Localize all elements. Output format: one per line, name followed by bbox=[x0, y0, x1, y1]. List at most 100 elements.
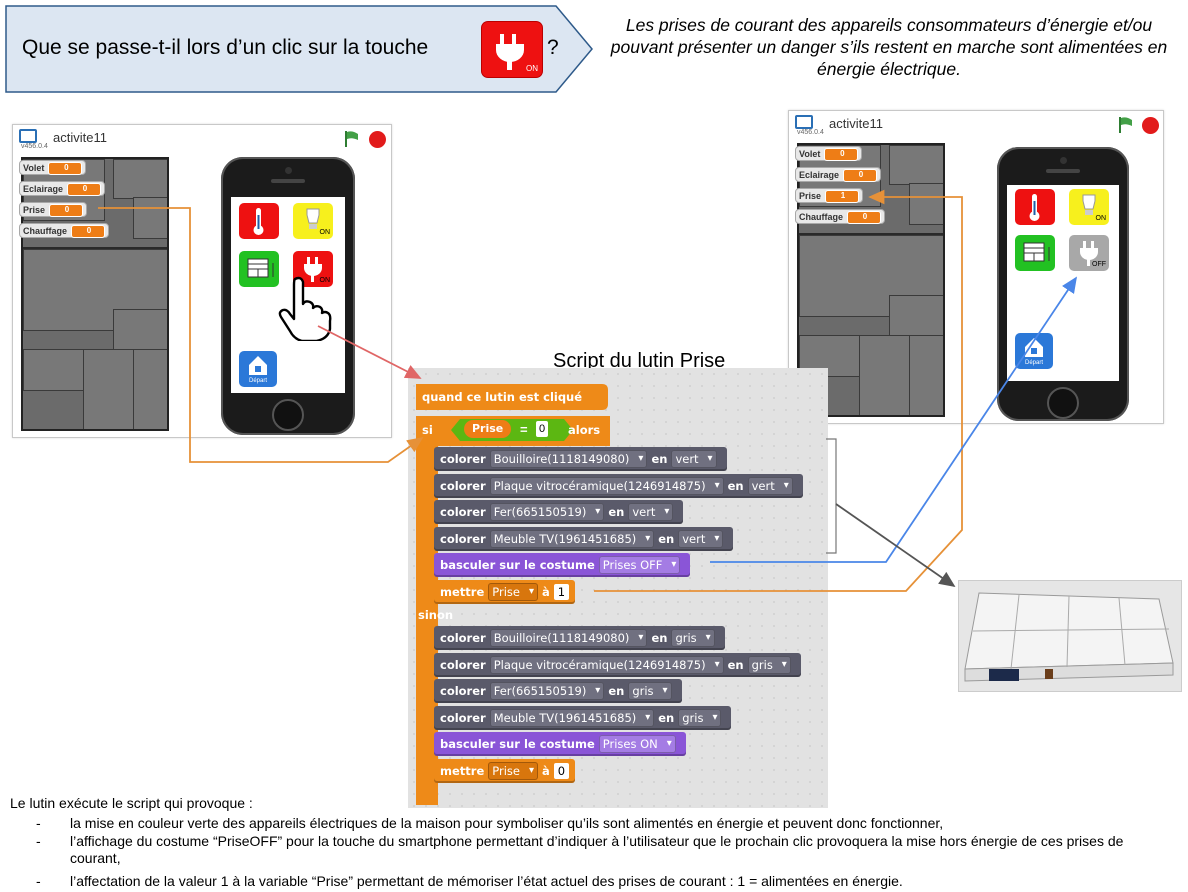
outlet-tile[interactable]: OFF bbox=[1069, 235, 1109, 271]
variable-name: Volet bbox=[799, 149, 821, 159]
block-preposition: en bbox=[608, 505, 625, 519]
stop-icon[interactable] bbox=[369, 131, 386, 148]
shutter-tile[interactable] bbox=[239, 251, 279, 287]
color-dropdown[interactable]: vert bbox=[678, 529, 724, 548]
hat-label: quand ce lutin est cliqué bbox=[422, 390, 583, 404]
object-dropdown[interactable]: Meuble TV(1961451685) bbox=[489, 529, 655, 548]
power-tile-label: ON bbox=[526, 64, 538, 73]
value-input[interactable]: 0 bbox=[553, 762, 570, 779]
home-tile[interactable]: Départ bbox=[1015, 333, 1053, 369]
power-on-tile: ON bbox=[482, 22, 542, 77]
arrow-code-to-3d bbox=[835, 503, 956, 588]
answer-text: Les prises de courant des appareils cons… bbox=[610, 15, 1168, 79]
fullscreen-icon[interactable] bbox=[795, 115, 813, 129]
variable-name: Eclairage bbox=[799, 170, 840, 180]
home-icon bbox=[249, 356, 267, 375]
object-dropdown[interactable]: Bouilloire(1118149080) bbox=[489, 629, 648, 647]
variable-name: Volet bbox=[23, 163, 45, 173]
variable-dropdown[interactable]: Prise bbox=[488, 582, 538, 601]
bullet-text: l’affichage du costume “PriseOFF” pour l… bbox=[70, 833, 1124, 866]
arrow-click-to-script bbox=[317, 325, 422, 379]
variable-dropdown[interactable]: Prise bbox=[488, 761, 538, 780]
stage-version: v456.0.4 bbox=[21, 143, 48, 150]
color-dropdown[interactable]: vert bbox=[747, 476, 793, 495]
variable-value: 0 bbox=[48, 162, 83, 175]
bullet-text: l’affectation de la valeur 1 à la variab… bbox=[70, 873, 903, 889]
color-dropdown[interactable]: gris bbox=[671, 629, 715, 647]
object-dropdown[interactable]: Plaque vitrocéramique(1246914875) bbox=[489, 476, 724, 495]
bullet-dash: - bbox=[36, 833, 41, 849]
object-dropdown[interactable]: Fer(665150519) bbox=[489, 682, 605, 700]
set-variable-block[interactable]: mettrePriseà0 bbox=[434, 758, 576, 783]
variable-value: 0 bbox=[843, 169, 878, 182]
costume-dropdown[interactable]: Prises ON bbox=[598, 735, 676, 753]
thermometer-icon bbox=[253, 208, 264, 235]
value-input[interactable]: 1 bbox=[553, 583, 570, 600]
green-flag-icon[interactable] bbox=[345, 131, 359, 147]
fullscreen-icon[interactable] bbox=[19, 129, 37, 143]
if-then-label: alors bbox=[568, 423, 601, 437]
block-verb: colorer bbox=[440, 684, 486, 698]
block-verb: colorer bbox=[440, 452, 486, 466]
variable-value: 0 bbox=[824, 148, 859, 161]
object-dropdown[interactable]: Bouilloire(1118149080) bbox=[489, 450, 648, 468]
bulb-icon bbox=[1082, 194, 1096, 215]
heating-tile[interactable] bbox=[239, 203, 279, 239]
else-label-wrap: sinon bbox=[418, 606, 453, 624]
stop-icon[interactable] bbox=[1142, 117, 1159, 134]
color-dropdown[interactable]: gris bbox=[678, 708, 722, 727]
variable-value: 1 bbox=[825, 190, 860, 203]
color-dropdown[interactable]: vert bbox=[671, 450, 717, 468]
lighting-tile[interactable]: ON bbox=[1069, 189, 1109, 225]
block-label: basculer sur le costume bbox=[440, 737, 595, 751]
stage-window-left: activite11 v456.0.4 ON bbox=[12, 124, 392, 438]
else-label: sinon bbox=[418, 608, 454, 622]
set-variable-block[interactable]: mettrePriseà1 bbox=[434, 579, 576, 604]
object-dropdown[interactable]: Plaque vitrocéramique(1246914875) bbox=[489, 655, 724, 674]
bulb-icon bbox=[306, 208, 320, 229]
green-flag-icon[interactable] bbox=[1119, 117, 1133, 133]
if-label: si bbox=[422, 423, 433, 437]
arrow-costume-to-tile bbox=[710, 276, 1078, 563]
block-preposition: à bbox=[541, 763, 550, 778]
heating-tile[interactable] bbox=[1015, 189, 1055, 225]
stage-header: activite11 v456.0.4 bbox=[789, 111, 1163, 137]
thermometer-icon bbox=[1029, 194, 1040, 221]
shutter-tile[interactable] bbox=[1015, 235, 1055, 271]
bullet-text: la mise en couleur verte des appareils é… bbox=[70, 815, 944, 831]
home-tile[interactable]: Départ bbox=[239, 351, 277, 387]
color-dropdown[interactable]: gris bbox=[747, 655, 791, 674]
power-plug-icon bbox=[496, 34, 524, 70]
if-block[interactable]: si Prise = 0 alors bbox=[416, 416, 612, 444]
lighting-tile[interactable]: ON bbox=[293, 203, 333, 239]
compare-value-input[interactable]: 0 bbox=[536, 421, 549, 437]
object-dropdown[interactable]: Fer(665150519) bbox=[489, 503, 605, 521]
block-preposition: en bbox=[727, 478, 744, 493]
question-mark: ? bbox=[547, 36, 559, 59]
variable-reporter-prise[interactable]: Prise bbox=[464, 420, 512, 438]
variable-value: 0 bbox=[847, 211, 882, 224]
block-preposition: en bbox=[658, 710, 675, 725]
color-dropdown[interactable]: gris bbox=[628, 682, 672, 700]
object-dropdown[interactable]: Meuble TV(1961451685) bbox=[489, 708, 655, 727]
bullet-dash: - bbox=[36, 873, 41, 889]
variable-name: Chauffage bbox=[23, 226, 68, 236]
costume-dropdown[interactable]: Prises OFF bbox=[598, 556, 681, 574]
hat-block-when-clicked[interactable]: quand ce lutin est cliqué bbox=[416, 385, 606, 409]
color-dropdown[interactable]: vert bbox=[628, 503, 674, 521]
block-label: basculer sur le costume bbox=[440, 558, 595, 572]
